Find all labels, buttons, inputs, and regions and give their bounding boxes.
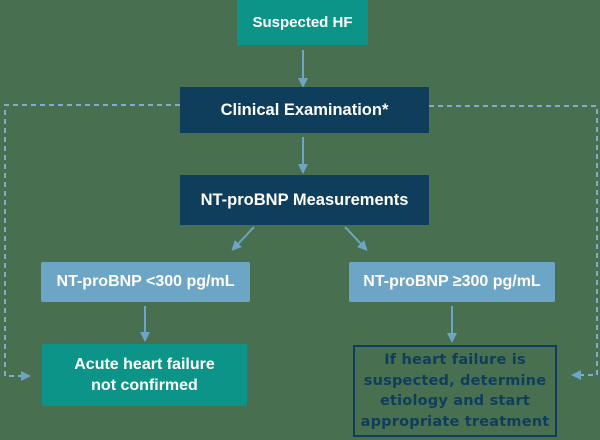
node-hf-treatment-line1: If heart failure is <box>384 352 526 368</box>
node-ntprobnp-measurements: NT-proBNP Measurements <box>180 175 429 225</box>
node-suspected-hf: Suspected HF <box>237 0 368 45</box>
dashed-arrow-clinical-to-treatment <box>429 105 598 380</box>
node-ntprobnp-low: NT-proBNP <300 pg/mL <box>41 262 250 302</box>
node-acute-hf-not-confirmed-line2: not confirmed <box>91 377 198 394</box>
dashed-arrow-clinical-to-notconfirmed <box>4 104 180 381</box>
node-hf-treatment-line3: etiology and start <box>379 393 531 409</box>
node-ntprobnp-low-label: NT-proBNP <300 pg/mL <box>56 273 235 290</box>
node-hf-treatment-line2: suspected, determine <box>363 372 547 389</box>
node-clinical-examination-label: Clinical Examination* <box>220 100 389 119</box>
node-ntprobnp-high-label: NT-proBNP ≥300 pg/mL <box>363 273 541 290</box>
arrow-measurements-to-low <box>231 226 255 251</box>
node-clinical-examination: Clinical Examination* <box>180 87 429 133</box>
node-ntprobnp-high: NT-proBNP ≥300 pg/mL <box>349 262 555 302</box>
node-hf-treatment-line4: appropriate treatment <box>360 413 550 430</box>
node-ntprobnp-measurements-label: NT-proBNP Measurements <box>200 190 409 209</box>
node-acute-hf-not-confirmed: Acute heart failure not confirmed <box>42 344 247 406</box>
arrow-measurements-to-high <box>344 226 368 251</box>
node-suspected-hf-label: Suspected HF <box>252 14 353 31</box>
node-acute-hf-not-confirmed-line1: Acute heart failure <box>74 356 215 373</box>
node-hf-treatment: If heart failure is suspected, determine… <box>353 345 557 437</box>
